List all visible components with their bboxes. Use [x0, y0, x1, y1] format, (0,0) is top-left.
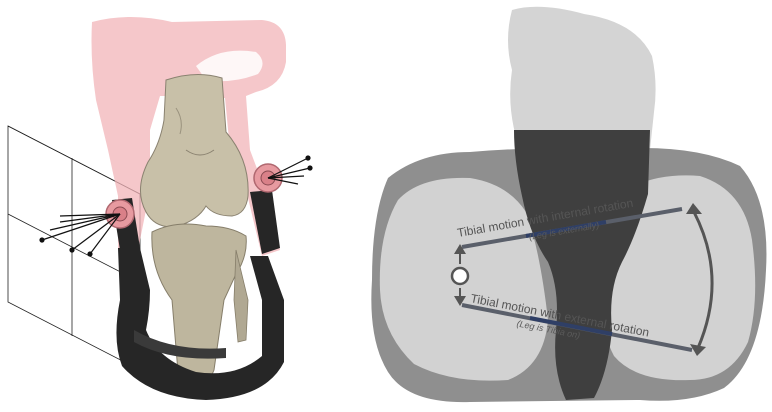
left-figure: [8, 17, 312, 400]
right-figure: Tibial motion with internal rotation (Le…: [371, 7, 766, 402]
foot-light-icon: [508, 7, 656, 150]
